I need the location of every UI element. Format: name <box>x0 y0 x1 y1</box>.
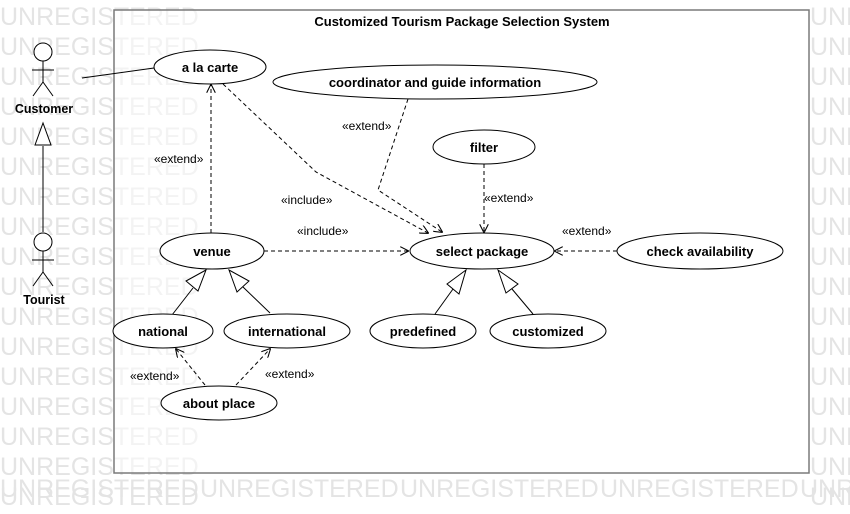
generalization-international-venue <box>242 286 271 314</box>
watermark-text: UNREGISTERED <box>810 213 850 241</box>
watermark-text: UNREGISTERED <box>810 183 850 211</box>
watermark-text: UNREGISTERED <box>600 475 799 503</box>
watermark-text: UNREGISTERED <box>200 475 399 503</box>
actor-tourist[interactable] <box>32 232 54 287</box>
generalization-arrowhead <box>185 268 207 292</box>
watermark-text: UNREGISTERED <box>400 475 599 503</box>
actor-customer-label: Customer <box>15 102 73 116</box>
watermark-text: UNREGISTERED <box>0 483 199 511</box>
watermark-text: UNREGISTERED <box>810 153 850 181</box>
include-alacarte-select <box>222 83 428 233</box>
include-label: «include» <box>297 224 349 238</box>
generalization-predefined-select <box>434 288 454 315</box>
usecase-label: check availability <box>647 244 755 259</box>
watermark-text: UNREGISTERED <box>800 475 850 503</box>
usecase-filter[interactable]: filter <box>432 129 536 165</box>
watermark-text: UNREGISTERED <box>810 63 850 91</box>
extend-aboutplace-international <box>235 349 270 386</box>
actor-tourist-label: Tourist <box>23 293 65 307</box>
usecase-coordinator-guide-info[interactable]: coordinator and guide information <box>272 64 598 100</box>
usecase-label: national <box>138 324 188 339</box>
usecase-predefined[interactable]: predefined <box>369 313 477 349</box>
extend-coordinator-select <box>377 98 442 232</box>
watermark-text: UNREGISTERED <box>810 3 850 31</box>
usecase-label: venue <box>193 244 231 259</box>
usecase-label: select package <box>436 244 529 259</box>
usecase-label: customized <box>512 324 584 339</box>
association-customer-alacarte <box>81 67 155 79</box>
generalization-customized-select <box>511 288 534 315</box>
usecase-label: filter <box>470 140 498 155</box>
extend-label: «extend» <box>484 191 534 205</box>
extend-label: «extend» <box>342 119 392 133</box>
watermark-text: UNREGISTERED <box>810 93 850 121</box>
watermark-text: UNREGISTERED <box>810 483 850 511</box>
system-title: Customized Tourism Package Selection Sys… <box>314 14 609 29</box>
usecase-about-place[interactable]: about place <box>160 385 278 421</box>
extend-label: «extend» <box>265 367 315 381</box>
usecase-national[interactable]: national <box>112 313 214 349</box>
generalization-national-venue <box>171 287 194 316</box>
generalization-arrowhead <box>497 268 519 294</box>
usecase-select-package[interactable]: select package <box>409 232 555 270</box>
watermark-text: UNREGISTERED <box>810 123 850 151</box>
generalization-arrowhead <box>34 121 52 146</box>
watermark-text: UNREGISTERED <box>810 363 850 391</box>
generalization-arrowhead <box>446 268 467 295</box>
watermark-text: UNREGISTERED <box>810 333 850 361</box>
watermark-text: UNREGISTERED <box>810 273 850 301</box>
usecase-label: a la carte <box>182 60 238 75</box>
extend-label: «extend» <box>130 369 180 383</box>
include-label: «include» <box>281 193 333 207</box>
watermark-text: UNREGISTERED <box>810 243 850 271</box>
usecase-label: international <box>248 324 326 339</box>
usecase-international[interactable]: international <box>223 313 351 349</box>
watermark-text: UNREGISTERED <box>810 453 850 481</box>
usecase-customized[interactable]: customized <box>489 313 607 349</box>
watermark-text: UNREGISTERED <box>810 303 850 331</box>
actor-customer[interactable] <box>32 42 54 97</box>
watermark-text: UNREGISTERED <box>810 393 850 421</box>
watermark-text: UNREGISTERED <box>810 33 850 61</box>
watermark-text: UNREGISTERED <box>0 475 199 503</box>
usecase-label: predefined <box>390 324 457 339</box>
usecase-venue[interactable]: venue <box>159 232 265 270</box>
extend-aboutplace-national <box>176 349 206 386</box>
actor-head <box>33 232 53 252</box>
usecase-check-availability[interactable]: check availability <box>616 232 784 270</box>
usecase-a-la-carte[interactable]: a la carte <box>153 49 267 85</box>
usecase-label: about place <box>183 396 255 411</box>
watermark-text: UNREGISTERED <box>810 423 850 451</box>
generalization-arrowhead <box>228 268 250 293</box>
actor-head <box>33 42 53 62</box>
extend-label: «extend» <box>154 152 204 166</box>
extend-label: «extend» <box>562 224 612 238</box>
usecase-label: coordinator and guide information <box>329 75 541 90</box>
